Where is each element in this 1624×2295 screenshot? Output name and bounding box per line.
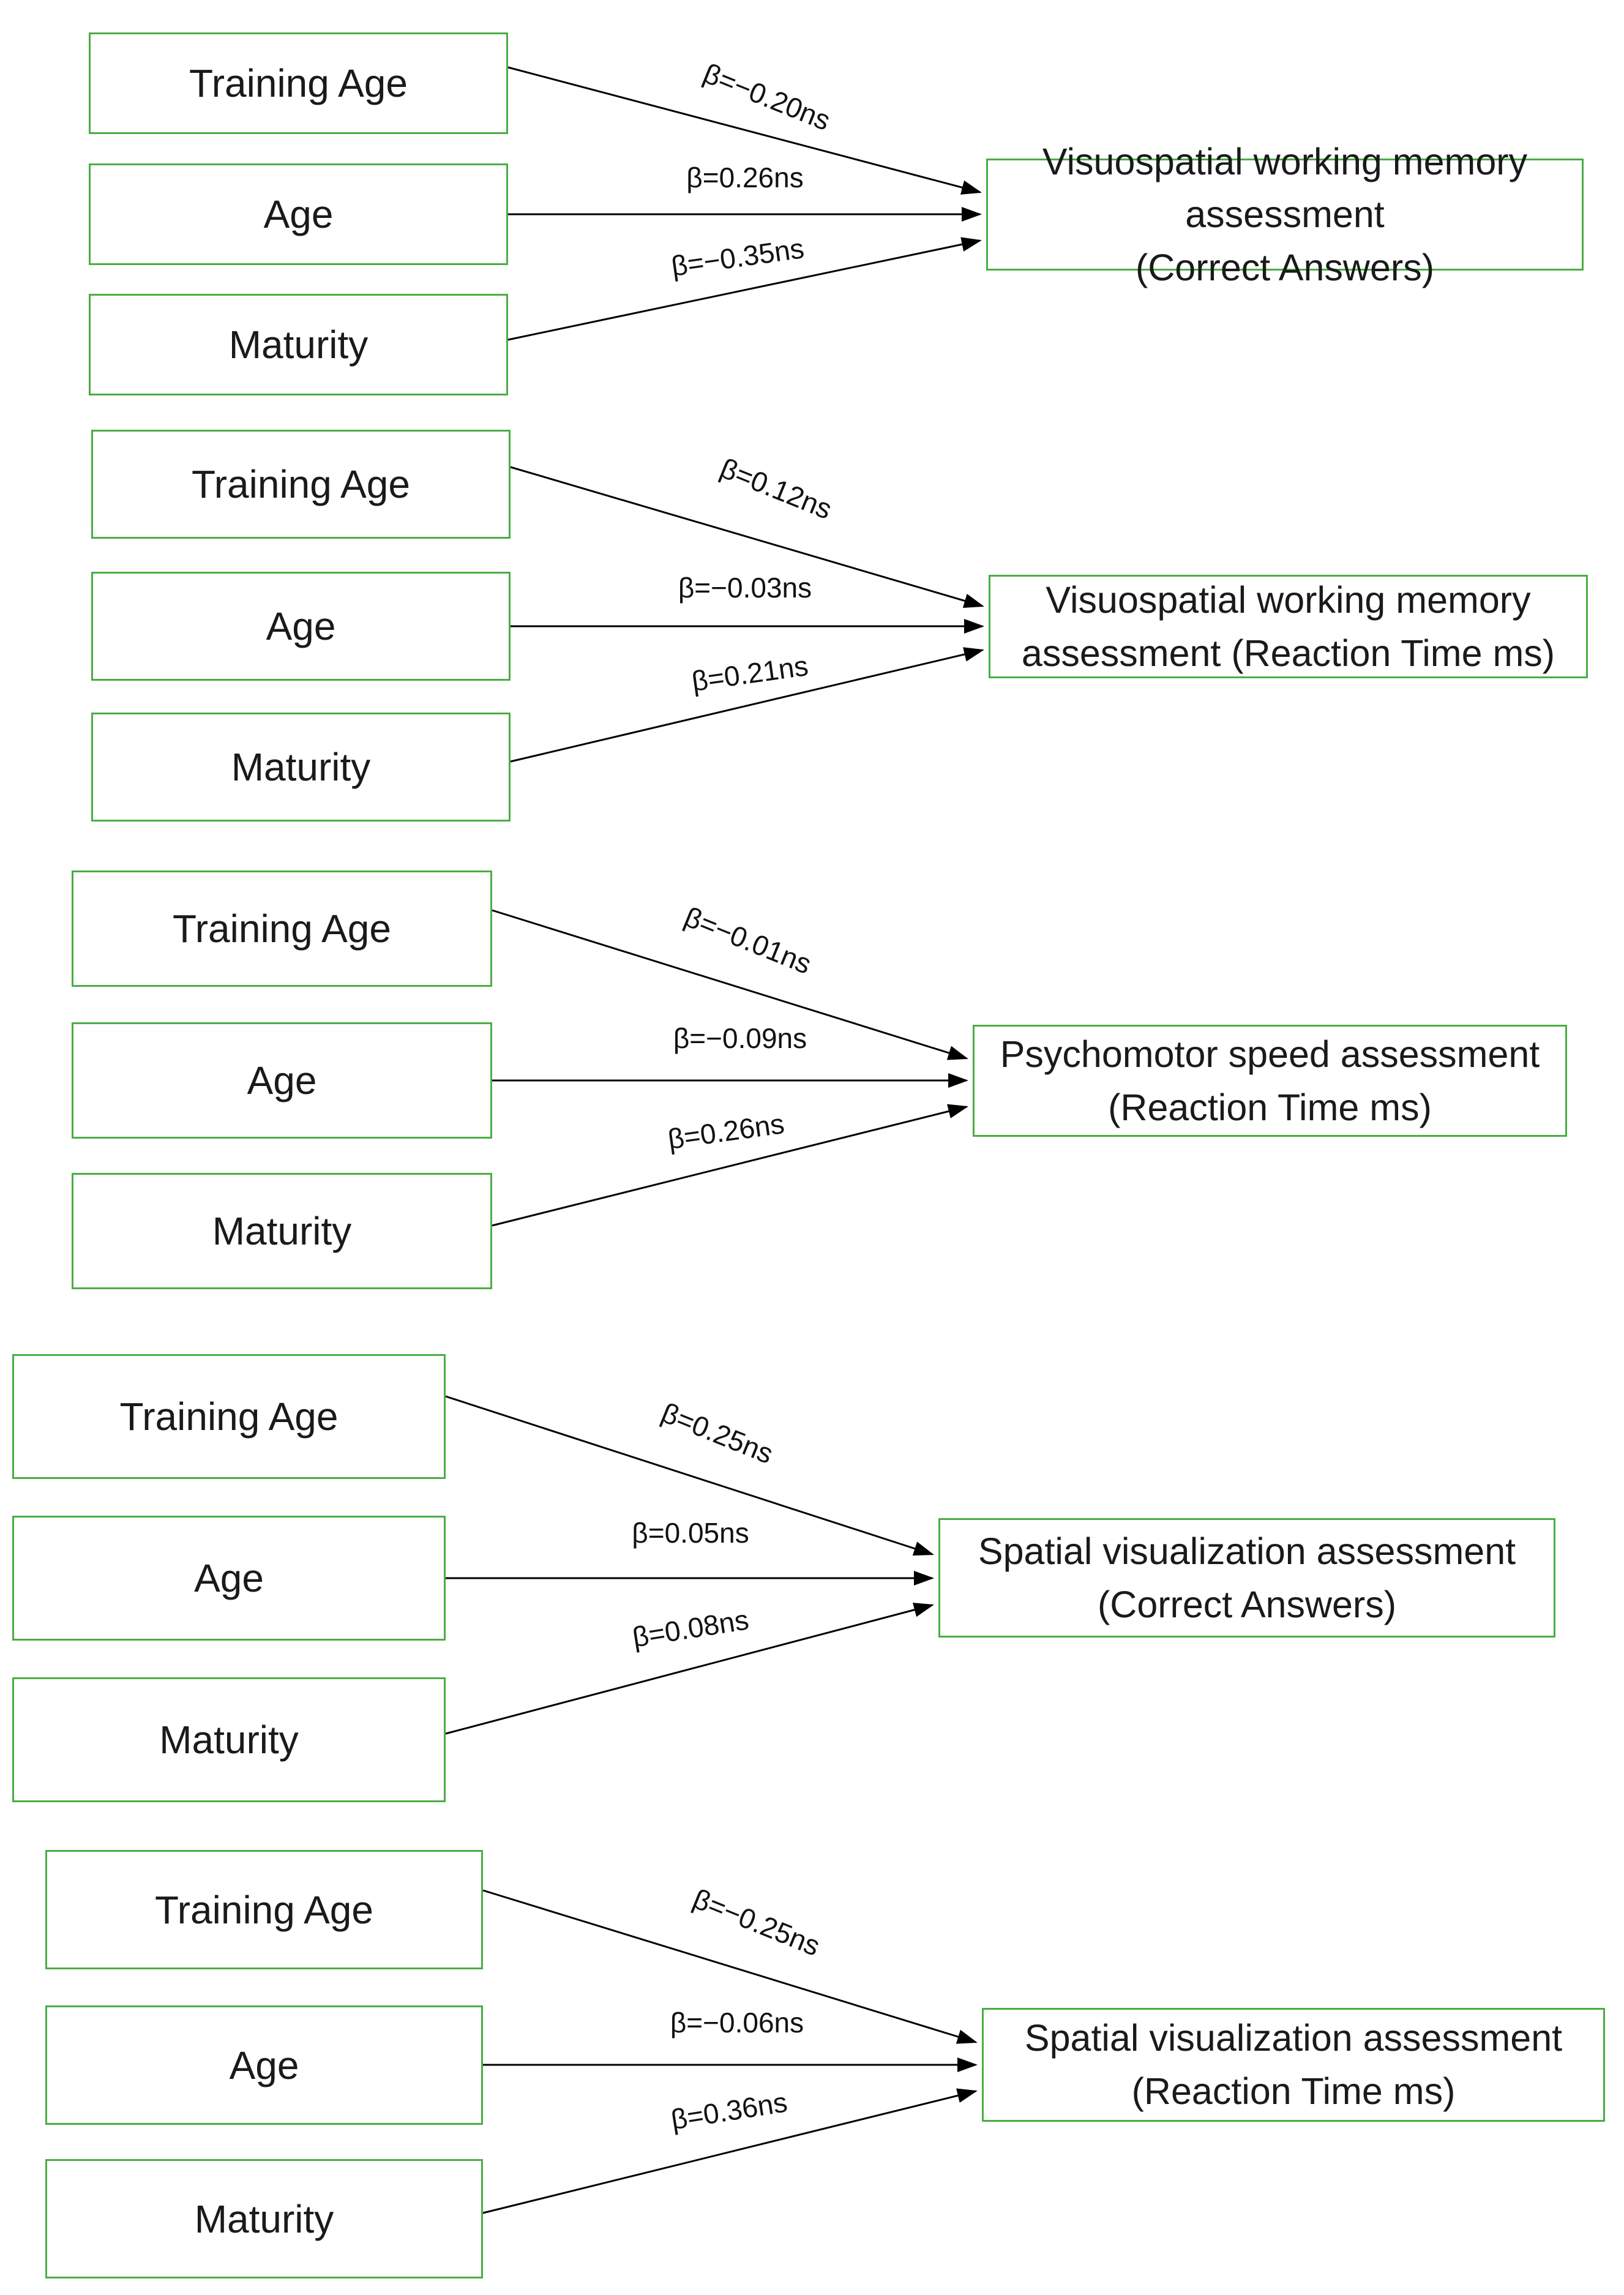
outcome-box-visuospatial-correct: Visuospatial working memory assessment (…: [986, 141, 1584, 288]
predictor-label: Maturity: [212, 1209, 352, 1253]
predictor-label: Age: [266, 604, 336, 648]
predictor-box-training-age: Training Age: [91, 430, 511, 539]
beta-coefficient-label: β=0.26ns: [686, 162, 804, 193]
predictor-label: Training Age: [192, 462, 410, 506]
predictor-box-maturity: Maturity: [72, 1173, 492, 1289]
outcome-box-spatial-correct: Spatial visualization assessment (Correc…: [938, 1518, 1555, 1638]
beta-coefficient-label: β=0.05ns: [632, 1517, 749, 1549]
predictor-label: Age: [229, 2043, 299, 2087]
predictor-box-age: Age: [89, 163, 508, 265]
outcome-label: Spatial visualization assessment (Correc…: [978, 1530, 1516, 1625]
predictor-label: Age: [263, 192, 334, 236]
predictor-label: Maturity: [231, 745, 371, 789]
predictor-box-maturity: Maturity: [91, 713, 511, 822]
outcome-label: Visuospatial working memory assessment (…: [1042, 140, 1528, 288]
predictor-label: Maturity: [228, 323, 369, 367]
predictor-box-age: Age: [12, 1516, 446, 1641]
arrow-line: [510, 647, 984, 763]
outcome-label: Visuospatial working memory assessment (…: [1021, 578, 1555, 674]
arrow-line: [492, 1104, 968, 1227]
predictor-label: Training Age: [119, 1395, 339, 1439]
arrow-line: [510, 466, 984, 608]
outcome-box-spatial-reaction: Spatial visualization assessment (Reacti…: [982, 2008, 1605, 2122]
beta-coefficient-label: β=−0.09ns: [673, 1022, 807, 1054]
predictor-box-maturity: Maturity: [12, 1677, 446, 1802]
predictor-label: Training Age: [173, 907, 391, 951]
arrow-line: [445, 1603, 934, 1735]
predictor-box-age: Age: [91, 572, 511, 681]
beta-coefficient-label: β=−0.03ns: [678, 572, 812, 604]
predictor-label: Training Age: [189, 61, 408, 105]
outcome-label: Psychomotor speed assessment (Reaction T…: [1000, 1033, 1540, 1128]
arrow-line: [445, 1395, 934, 1556]
outcome-label: Spatial visualization assessment (Reacti…: [1024, 2017, 1563, 2112]
predictor-label: Maturity: [159, 1718, 299, 1762]
predictor-label: Maturity: [194, 2196, 334, 2241]
beta-coefficient-label: β=−0.06ns: [670, 2007, 804, 2039]
predictor-box-maturity: Maturity: [89, 294, 508, 395]
predictor-box-age: Age: [72, 1022, 492, 1139]
predictor-box-maturity: Maturity: [45, 2159, 483, 2278]
predictor-box-training-age: Training Age: [89, 32, 508, 134]
arrow-line: [507, 237, 982, 341]
outcome-box-visuospatial-reaction: Visuospatial working memory assessment (…: [989, 575, 1588, 678]
predictor-box-training-age: Training Age: [72, 870, 492, 987]
predictor-box-training-age: Training Age: [12, 1354, 446, 1479]
predictor-label: Training Age: [155, 1887, 373, 1932]
predictor-box-age: Age: [45, 2005, 483, 2125]
arrow-line: [507, 66, 982, 195]
arrow-line: [482, 2088, 978, 2214]
predictor-box-training-age: Training Age: [45, 1850, 483, 1969]
outcome-box-psychomotor-reaction: Psychomotor speed assessment (Reaction T…: [973, 1025, 1567, 1137]
arrow-line: [482, 1889, 978, 2044]
predictor-label: Age: [247, 1058, 317, 1103]
predictor-label: Age: [194, 1556, 264, 1600]
arrow-line: [492, 909, 968, 1060]
